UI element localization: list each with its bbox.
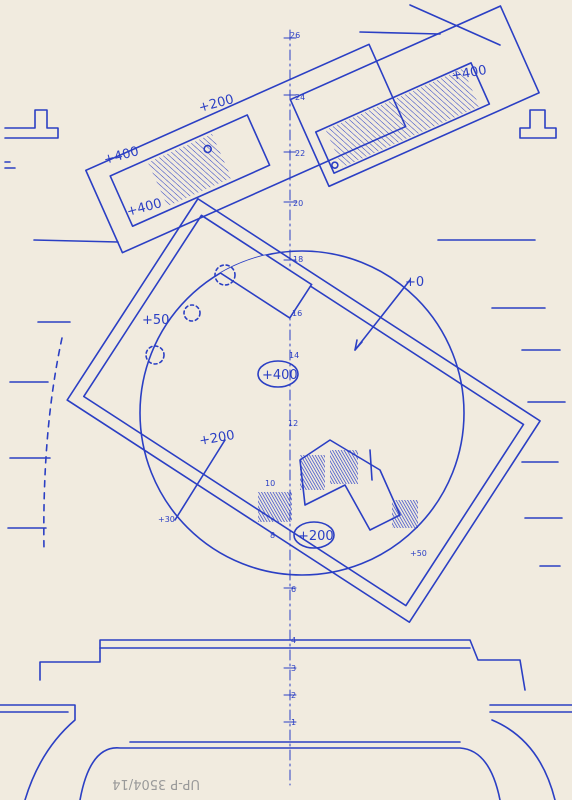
axis-label-22: 22 (295, 149, 305, 158)
axis-label-6: 6 (291, 585, 296, 594)
upper-terrace-left (85, 43, 407, 254)
plaza-details (171, 251, 313, 320)
elevation-label-right-top: +0 (405, 275, 424, 290)
axis-label-16: 16 (292, 309, 302, 318)
plaza-platform (66, 197, 541, 624)
axis-label-2: 2 (291, 691, 296, 700)
circular-plaza (139, 250, 465, 576)
elevation-label-bottom-right: +50 (410, 549, 427, 558)
axis-label-8: 8 (270, 531, 275, 540)
elevation-label-bottom-left: +30 (158, 515, 175, 524)
axis-label-10: 10 (265, 479, 275, 488)
axis-label-4: 4 (291, 636, 296, 645)
elevation-label-center: +400 (262, 368, 298, 383)
axis-label-12: 12 (288, 419, 298, 428)
axis-label-24: 24 (295, 93, 305, 102)
elevation-label-lower-left: +200 (198, 428, 236, 449)
side-walls (4, 4, 566, 567)
upper-terrace-right (289, 5, 540, 188)
axis-label-1: 1 (291, 718, 296, 727)
axis-label-3: 3 (291, 664, 296, 673)
elevation-label-top-right: +400 (450, 63, 488, 84)
elevation-label-top-left-c: +400 (125, 196, 163, 220)
elevation-label-side-left: +50 (142, 313, 169, 328)
fountain-steps (258, 439, 418, 531)
axis-label-18: 18 (293, 255, 303, 264)
axis-label-20: 20 (293, 199, 303, 208)
axis-label-14: 14 (289, 351, 299, 360)
axis-ticks (283, 37, 297, 723)
archive-code: UP-P 3504/14 (112, 776, 200, 791)
axis-label-26: 26 (290, 31, 300, 40)
lower-terraces (0, 639, 572, 800)
elevation-label-lower-right: +200 (298, 529, 334, 544)
